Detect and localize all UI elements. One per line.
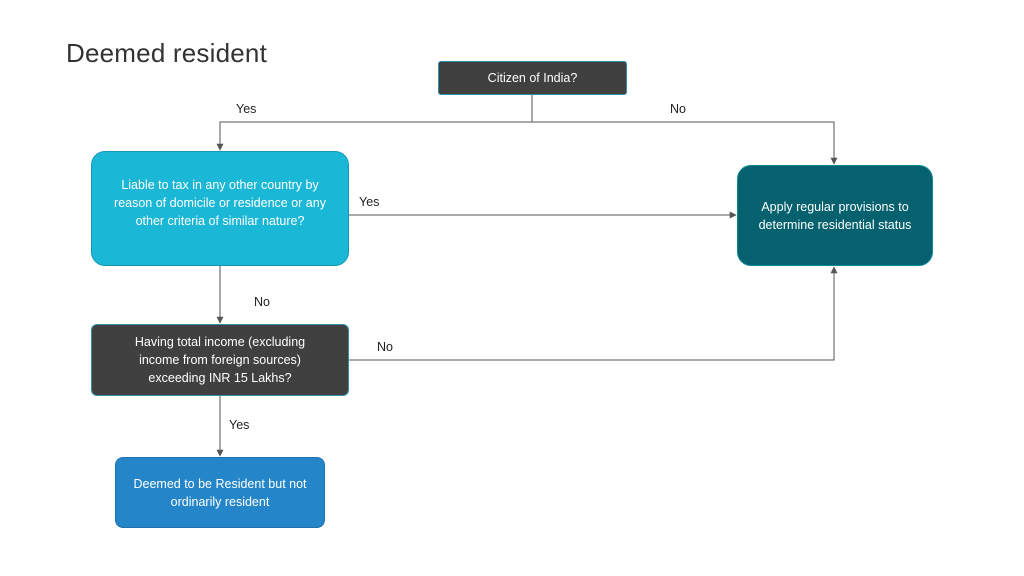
node-total-income: Having total income (excluding income fr… <box>91 324 349 396</box>
connector-income-no <box>349 266 838 361</box>
edge-label-income-yes: Yes <box>229 418 250 432</box>
node-citizen-of-india: Citizen of India? <box>438 61 627 95</box>
node-apply-regular-provisions: Apply regular provisions to determine re… <box>737 165 933 266</box>
edge-label-income-no: No <box>377 340 393 354</box>
edge-label-citizen-yes: Yes <box>236 102 257 116</box>
node-deemed-resident: Deemed to be Resident but not ordinarily… <box>115 457 325 528</box>
page-title: Deemed resident <box>66 38 267 68</box>
edge-label-liable-yes: Yes <box>359 195 380 209</box>
edge-label-citizen-no: No <box>670 102 686 116</box>
connector-citizen-no <box>532 121 838 165</box>
connector-citizen-yes <box>216 121 532 151</box>
node-liable-to-tax: Liable to tax in any other country by re… <box>91 151 349 266</box>
edge-label-liable-no: No <box>254 295 270 309</box>
